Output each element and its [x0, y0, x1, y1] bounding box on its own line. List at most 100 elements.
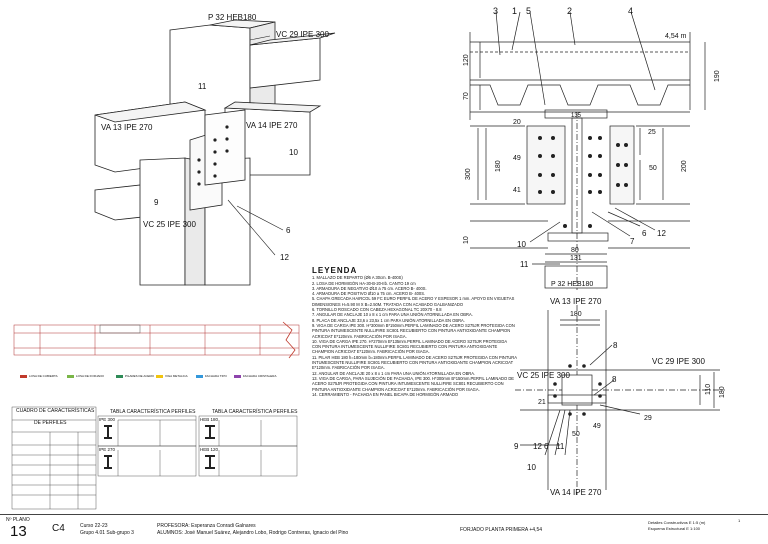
dim-300: 300 [465, 168, 472, 180]
section-callout-6: 6 [642, 229, 647, 238]
legend-item: 6. TORNILLO ROSCADO CON CABEZA HEXAGONAL… [312, 307, 442, 313]
dim-135: 135 [571, 113, 582, 119]
legend-item: 1. MALLAZO DE REPARTO (Ø6 A 30cm. B-400S… [312, 275, 403, 281]
plan-callout-8: 8 [613, 341, 618, 350]
isometric-connection-view [94, 19, 336, 286]
callout-12: 12 [280, 253, 289, 262]
material-legend-2: LOSA DE FORJADO [67, 374, 104, 378]
dim-10: 10 [463, 236, 470, 244]
corner-number: 1 [738, 518, 741, 523]
plan-bolts [553, 364, 602, 416]
dim-200: 200 [681, 160, 688, 172]
section-callout-12: 12 [657, 229, 666, 238]
material-legend-1: LOSA DE CUBIERTA [20, 374, 58, 378]
ipe270-label: IPE 270 [99, 447, 116, 452]
dim-131: 131 [570, 255, 582, 262]
plan-labels: VA 13 IPE 270 VC 29 IPE 300 VC 25 IPE 30… [514, 297, 726, 497]
table-shapes [11, 406, 298, 510]
dim-20: 20 [513, 119, 521, 126]
vc29-label: VC 29 IPE 300 [276, 30, 329, 39]
table-labels: CUADRO DE CARACTERÍSTICAS DE PERFILES TA… [16, 407, 298, 452]
material-legend-5: FACHADA TIPO [196, 374, 227, 378]
group: Grupo 4.01 Sub-grupo 3 [80, 530, 134, 536]
drawing-title: FORJADO PLANTA PRIMERA +4,54 [460, 527, 543, 533]
plan-callout-10: 10 [527, 463, 536, 472]
plan-callout-8b: 8 [612, 375, 617, 384]
material-label: PILARES DE ACERO [125, 374, 155, 378]
dim-50: 50 [649, 165, 657, 172]
plan-callout-9: 9 [514, 442, 519, 451]
legend-item: 13. VIGA DE CARGA, PARA SUJECIÓN DE FACH… [312, 375, 515, 392]
plan-bottom-label: VA 14 IPE 270 [550, 488, 602, 497]
legend-block: LEYENDA 1. MALLAZO DE REPARTO (Ø6 A 30cm… [312, 266, 517, 397]
material-label: LOSA DE CUBIERTA [29, 374, 58, 378]
plan-dim-110: 110 [705, 384, 712, 395]
scale-structure: Esquema Estructural E 1:100 [648, 526, 701, 531]
callout-11: 11 [198, 82, 207, 91]
section-callout-10: 10 [517, 240, 526, 249]
structure-scheme [13, 321, 300, 359]
heb180-label: HEB 180 [200, 417, 219, 422]
t1-title: CUADRO DE CARACTERÍSTICAS [16, 407, 95, 414]
legend-item: 7. ANGULAR DE ANCLAJE 10 x 8 x 1 cm PARA… [312, 312, 473, 318]
plan-number-label: Nº PLANO [6, 517, 30, 523]
dim-49: 49 [513, 155, 521, 162]
heb120-label: HEB 120 [200, 447, 219, 452]
section-callout-1: 1 [512, 6, 517, 16]
plan-view [515, 305, 725, 495]
material-legend-6: FACHADA CRISTALERA [234, 374, 276, 378]
material-swatch [116, 374, 123, 378]
legend-item: 8. PLACA DE ANCLAJE 33,6 x 23,5x 1 cm PA… [312, 317, 465, 323]
section-callout-11: 11 [520, 260, 529, 269]
scale-details: Detalles Constructivos E 1:5 (m) [648, 520, 706, 525]
legend-item: 4. ARMADURA DE POSITIVO Ø10 a 75 cm. ACE… [312, 291, 426, 297]
dim-80: 80 [571, 247, 579, 254]
legend-item: 3. ARMADURA DE NEGATIVO Ø10 a 75 cm. ACE… [312, 285, 427, 291]
material-swatch [20, 374, 27, 378]
column-label: P 32 HEB180 [551, 281, 593, 288]
material-swatch [156, 374, 163, 378]
plan-right-label: VC 29 IPE 300 [652, 357, 705, 366]
profile-icons [104, 425, 215, 469]
professor: PROFESORA: Esperanza Conradi Galnares [157, 523, 256, 529]
plan-dim-49: 49 [593, 423, 601, 430]
plan-left-label: VC 25 IPE 300 [517, 371, 570, 380]
legend-item: 12. ANGULAR DE ANCLAJE 20 x 8 x 1 cm PAR… [312, 370, 476, 376]
material-swatch [67, 374, 74, 378]
section-bolts [538, 136, 628, 228]
plan-dim-180-top: 180 [570, 311, 582, 318]
dim-41: 41 [513, 187, 521, 194]
course: Curso 22-23 [80, 523, 108, 529]
dim-120: 120 [463, 54, 470, 66]
dim-190: 190 [714, 70, 721, 82]
section-callout-7: 7 [630, 237, 635, 246]
plan-number: 13 [10, 523, 27, 540]
section-callout-4: 4 [628, 6, 633, 16]
callout-9: 9 [154, 198, 159, 207]
dim-25: 25 [648, 129, 656, 136]
section-callout-3: 3 [493, 6, 498, 16]
plan-top-label: VA 13 IPE 270 [550, 297, 602, 306]
section-labels: 3 1 5 2 4 4,54 m 120 70 190 135 20 25 49… [463, 6, 721, 288]
va13-label: VA 13 IPE 270 [101, 123, 153, 132]
legend-title: LEYENDA [312, 266, 358, 275]
sheet-code: C4 [52, 523, 65, 534]
material-label: LOSA DE FORJADO [76, 374, 105, 378]
top-beam-label: P 32 HEB180 [208, 13, 257, 22]
t1-sub: DE PERFILES [34, 420, 67, 426]
material-label: FACHADA CRISTALERA [243, 374, 277, 378]
dim-180: 180 [495, 160, 502, 172]
section-view [469, 11, 706, 290]
material-swatch [196, 374, 203, 378]
t2-title: TABLA CARACTERÍSTICA PERFILES [110, 408, 196, 415]
plan-dim-50: 50 [572, 431, 580, 438]
plan-callout-6: 6 [544, 442, 549, 451]
section-callout-2: 2 [567, 6, 572, 16]
isometric-leaders [227, 35, 284, 256]
plan-dim-180-right: 180 [719, 386, 726, 398]
ipe300-label: IPE 300 [99, 417, 116, 422]
material-legend-4: VIGA METALICA [156, 374, 188, 378]
isometric-bolts [197, 125, 229, 186]
